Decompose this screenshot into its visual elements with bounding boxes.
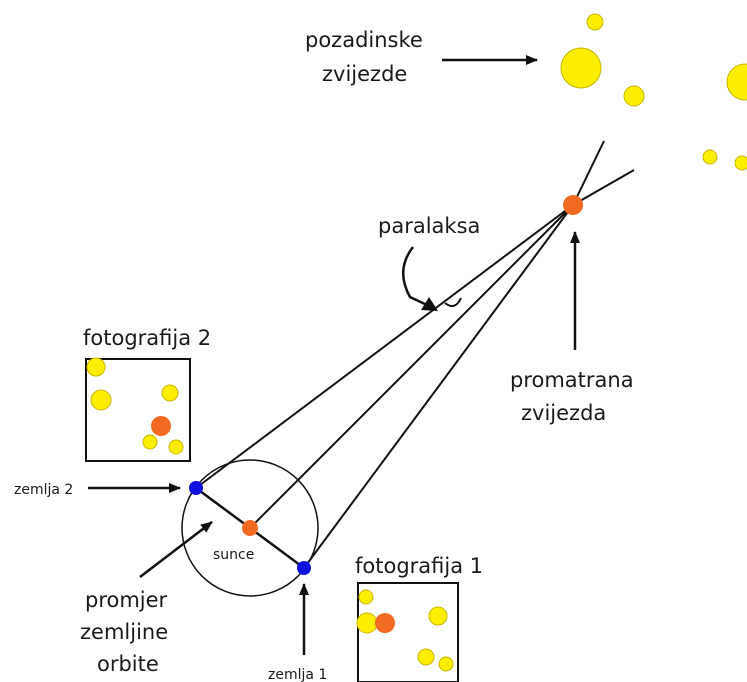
- background-star: [560, 47, 602, 89]
- photo-1-star: [417, 648, 435, 666]
- sun: [242, 520, 258, 536]
- photo-2: [85, 357, 191, 462]
- photo-1-star: [438, 656, 454, 672]
- photo-2-observed-star: [151, 416, 171, 436]
- extension-line-upper: [572, 140, 605, 206]
- photo-2-star: [86, 357, 106, 377]
- extension-line-lower: [572, 169, 635, 206]
- observed-star: [563, 195, 583, 215]
- background-star: [586, 13, 604, 31]
- earth-1: [297, 561, 311, 575]
- photo-1-label: fotografija 1: [355, 554, 483, 578]
- background-star: [726, 63, 747, 101]
- observed-star-label-line1: promatrana: [510, 368, 634, 392]
- photo-1-star: [356, 612, 378, 634]
- diameter-arrow: [139, 521, 213, 578]
- parallax-label: paralaksa: [378, 214, 480, 238]
- sight-line-earth1: [303, 204, 574, 569]
- diameter-label-line1: promjer: [85, 588, 168, 612]
- background-stars-label-line2: zvijezde: [322, 62, 407, 86]
- earth-1-label: zemlja 1: [268, 667, 327, 682]
- observed-star-label-line2: zvijezda: [521, 401, 606, 425]
- photo-1-star: [428, 606, 448, 626]
- earth-2: [189, 481, 203, 495]
- photo-1-observed-star: [375, 613, 395, 633]
- photo-2-star: [168, 439, 184, 455]
- parallax-arrowhead: [421, 297, 438, 311]
- background-star: [734, 155, 747, 171]
- parallax-angle-arc: [444, 297, 462, 308]
- parallax-arrow: [402, 246, 428, 307]
- photo-2-star: [90, 389, 112, 411]
- background-stars-label-line1: pozadinske: [305, 28, 423, 52]
- diameter-label-line3: orbite: [97, 652, 159, 676]
- photo-1-star: [358, 589, 374, 605]
- photo-1: [356, 582, 459, 682]
- background-star: [623, 85, 645, 107]
- diameter-label-line2: zemljine: [80, 620, 168, 644]
- sun-label: sunce: [213, 547, 254, 563]
- background-stars: [560, 13, 747, 171]
- sight-line-sun: [249, 204, 574, 529]
- sight-lines: [195, 204, 574, 569]
- sight-line-earth2: [195, 204, 574, 489]
- photo-2-star: [161, 384, 179, 402]
- earth-orbit: [181, 459, 319, 597]
- earth-2-label: zemlja 2: [14, 482, 73, 498]
- background-star: [702, 149, 718, 165]
- photo-2-star: [142, 434, 158, 450]
- photo-2-label: fotografija 2: [83, 326, 211, 350]
